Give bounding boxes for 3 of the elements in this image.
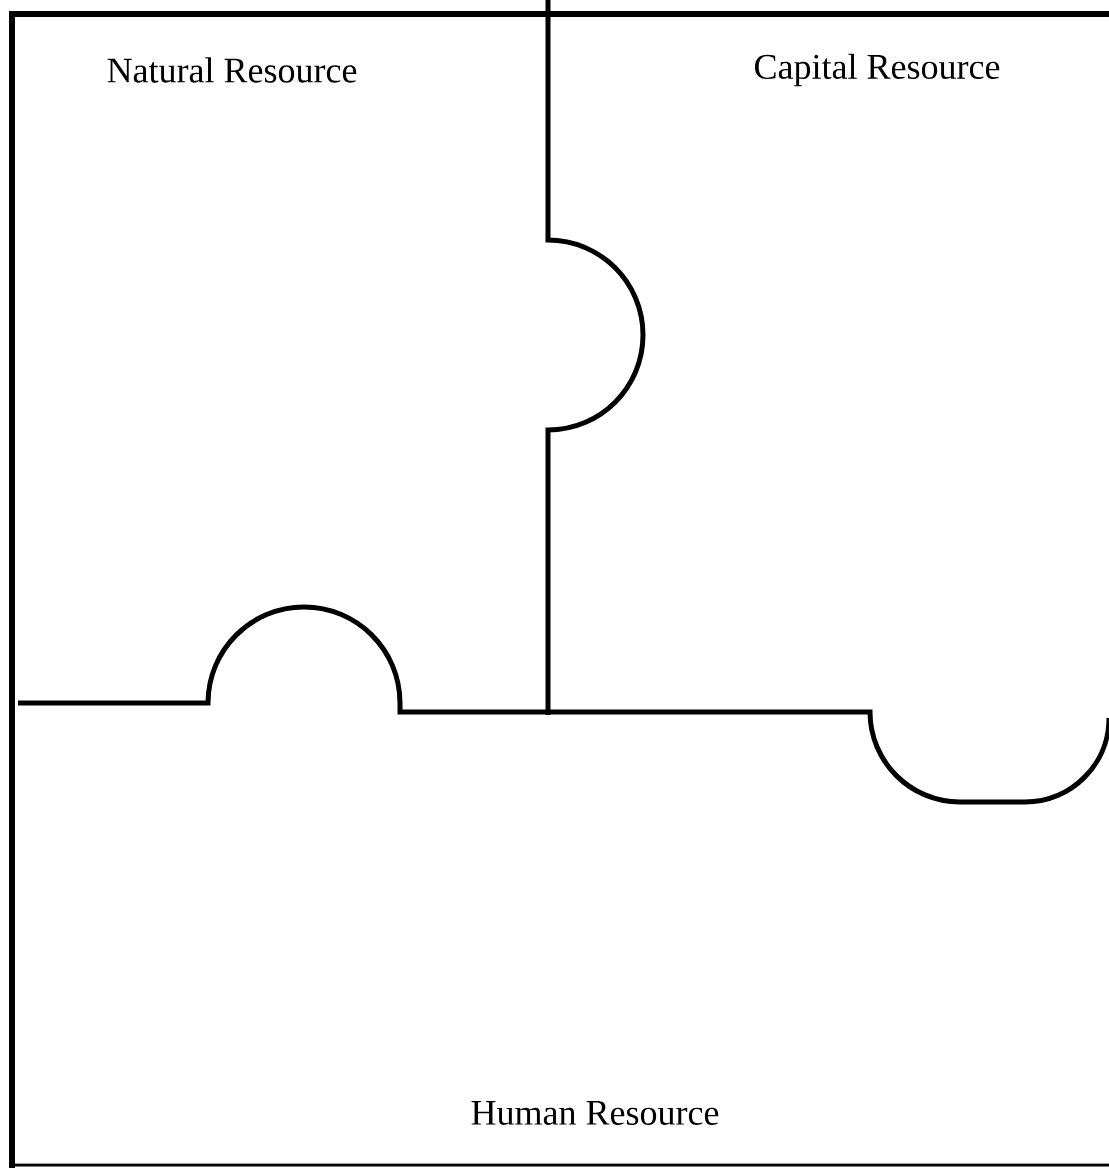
piece-label: Human Resource (471, 1101, 719, 1125)
piece-label: Natural Resource (107, 57, 357, 83)
piece-label: Capital Resource (755, 53, 1000, 87)
